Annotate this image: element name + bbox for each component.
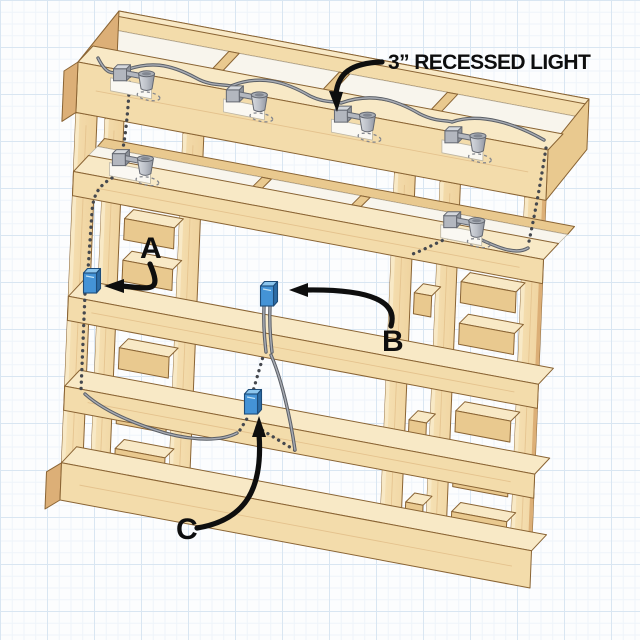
electrical-boxes bbox=[82, 267, 279, 415]
recessed-light-callout-arrow bbox=[333, 59, 385, 97]
callout-b-arrow bbox=[303, 287, 395, 329]
annotations-layer: 3” RECESSED LIGHT A B C bbox=[104, 51, 592, 546]
recessed-light bbox=[330, 105, 382, 143]
callout-c-arrow bbox=[194, 431, 263, 531]
horizontal-rails bbox=[44, 138, 575, 589]
wood-frame-illustration bbox=[44, 10, 590, 589]
top-light-box bbox=[61, 10, 590, 201]
callout-b-arrowhead-icon bbox=[289, 283, 308, 297]
junction-box-c bbox=[243, 388, 263, 415]
recessed-light bbox=[441, 126, 492, 164]
callout-a-label: A bbox=[140, 232, 161, 265]
callout-c-label: C bbox=[176, 513, 197, 546]
recessed-light-arrowhead-icon bbox=[329, 91, 343, 112]
recessed-light bbox=[110, 64, 161, 102]
recessed-light bbox=[109, 149, 160, 187]
callout-b-label: B bbox=[382, 325, 403, 358]
recessed-light-label: 3” RECESSED LIGHT bbox=[388, 51, 591, 74]
recessed-light bbox=[222, 85, 274, 123]
wiring-runs bbox=[79, 56, 548, 455]
callout-c-arrowhead-icon bbox=[252, 416, 266, 437]
recessed-lights bbox=[109, 64, 492, 249]
junction-box-b bbox=[259, 280, 279, 307]
junction-box-a bbox=[82, 267, 102, 294]
recessed-light bbox=[440, 211, 491, 249]
callout-a-arrow bbox=[119, 261, 158, 291]
callout-a-arrowhead-icon bbox=[104, 279, 124, 293]
